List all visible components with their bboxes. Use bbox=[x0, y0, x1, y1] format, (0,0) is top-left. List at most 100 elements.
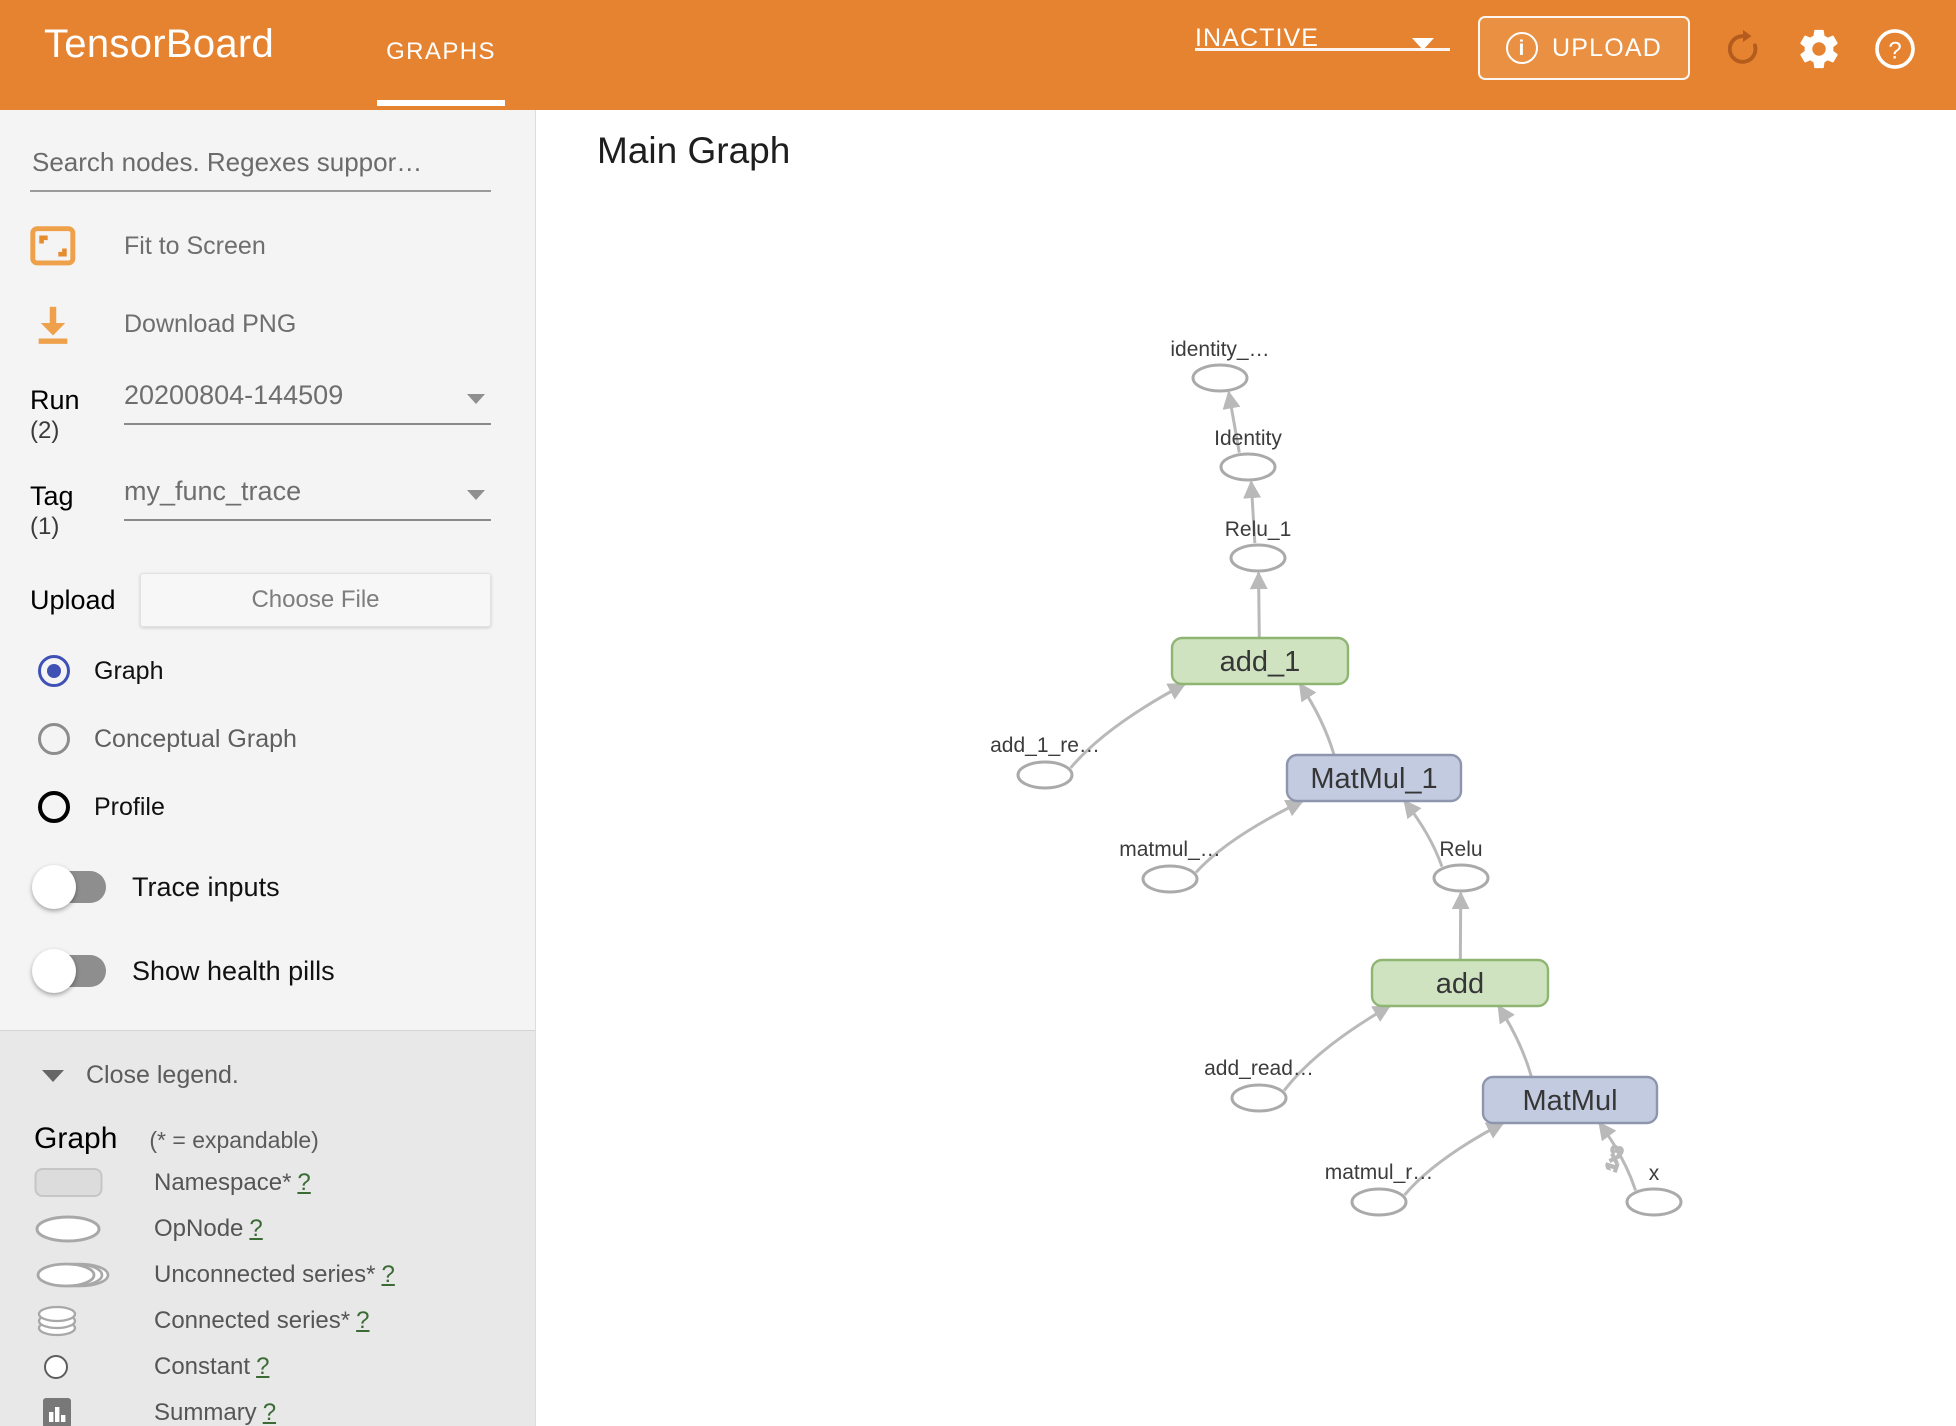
legend-item-constant-label: Constant? bbox=[154, 1353, 269, 1381]
legend-label-text: Constant bbox=[154, 1353, 251, 1380]
graph-edge bbox=[1282, 1004, 1392, 1092]
fit-to-screen-icon bbox=[30, 226, 82, 266]
legend-title-row: Graph (* = expandable) bbox=[34, 1122, 535, 1156]
sidebar-controls: Fit to Screen Download PNG Run (2) 20200… bbox=[0, 146, 535, 1081]
namespace-swatch-icon bbox=[34, 1166, 124, 1200]
graph-node-matmul_read_1[interactable]: matmul_… bbox=[1119, 838, 1221, 894]
tag-label-text: Tag bbox=[30, 480, 74, 511]
graph-node-Relu_1[interactable]: Relu_1 bbox=[1225, 518, 1292, 573]
node-shape bbox=[1141, 864, 1199, 894]
tab-graphs-label: GRAPHS bbox=[386, 38, 496, 65]
search-input[interactable] bbox=[30, 146, 491, 192]
radio-profile[interactable]: Profile bbox=[38, 783, 535, 831]
graph-edge bbox=[1249, 571, 1268, 639]
legend-label-text: Summary bbox=[154, 1399, 257, 1426]
legend-item-opnode: OpNode? bbox=[34, 1210, 535, 1248]
legend-item-summary: Summary? bbox=[34, 1394, 535, 1426]
edge-label: 1×3 bbox=[1603, 1144, 1627, 1173]
node-label: matmul_r… bbox=[1325, 1161, 1434, 1184]
help-link[interactable]: ? bbox=[256, 1353, 270, 1380]
legend-item-connected-series-label: Connected series*? bbox=[154, 1307, 369, 1335]
help-link[interactable]: ? bbox=[356, 1307, 370, 1334]
node-shape bbox=[1219, 452, 1277, 482]
graph-edge bbox=[1403, 799, 1444, 868]
graph-node-matmul_read[interactable]: matmul_r… bbox=[1325, 1161, 1434, 1217]
radio-profile-indicator bbox=[38, 791, 70, 824]
toggle-show-health-pills[interactable]: Show health pills bbox=[32, 943, 535, 999]
tab-graphs[interactable]: GRAPHS bbox=[364, 30, 518, 106]
node-shape bbox=[1230, 1083, 1288, 1113]
unconnected-series-swatch-icon bbox=[34, 1258, 124, 1292]
info-circle-icon: i bbox=[1505, 32, 1538, 64]
node-label: MatMul_1 bbox=[1310, 763, 1437, 795]
upload-button[interactable]: i UPLOAD bbox=[1477, 16, 1690, 80]
graph-edge bbox=[1497, 1004, 1533, 1078]
help-link[interactable]: ? bbox=[249, 1215, 263, 1242]
help-link[interactable]: ? bbox=[381, 1261, 395, 1288]
help-link[interactable]: ? bbox=[262, 1399, 277, 1426]
toggle-trace-inputs-switch bbox=[32, 865, 106, 910]
graph-node-add_1[interactable]: add_1 bbox=[1170, 636, 1350, 686]
node-shape bbox=[1432, 863, 1490, 893]
chevron-down-icon bbox=[467, 489, 485, 500]
node-label: identity_… bbox=[1170, 338, 1269, 361]
radio-graph[interactable]: Graph bbox=[38, 647, 535, 695]
refresh-icon[interactable] bbox=[1712, 18, 1774, 80]
node-label: add_1 bbox=[1220, 646, 1301, 678]
page-title: Main Graph bbox=[597, 130, 791, 171]
close-legend-button[interactable]: Close legend. bbox=[42, 1061, 535, 1090]
radio-conceptual-graph-indicator bbox=[38, 723, 70, 756]
toggle-show-health-pills-label: Show health pills bbox=[132, 955, 335, 986]
graph-edge bbox=[1598, 1121, 1637, 1191]
node-label: matmul_… bbox=[1119, 838, 1221, 861]
download-png-button[interactable]: Download PNG bbox=[30, 300, 535, 348]
run-select[interactable]: 20200804-144509 bbox=[124, 374, 491, 425]
graph-edge bbox=[1069, 682, 1187, 769]
chevron-down-icon bbox=[42, 1069, 64, 1082]
graph-node-Identity[interactable]: Identity bbox=[1214, 427, 1282, 482]
node-shape bbox=[1016, 760, 1074, 790]
radio-graph-indicator bbox=[38, 655, 70, 688]
legend-note: (* = expandable) bbox=[149, 1127, 319, 1153]
toggle-show-health-pills-switch bbox=[32, 949, 106, 994]
node-label: Identity bbox=[1214, 427, 1282, 450]
graph-node-Relu[interactable]: Relu bbox=[1432, 838, 1490, 893]
help-link[interactable]: ? bbox=[297, 1169, 311, 1196]
radio-conceptual-graph[interactable]: Conceptual Graph bbox=[38, 715, 535, 763]
radio-conceptual-graph-label: Conceptual Graph bbox=[94, 724, 297, 753]
run-count: (2) bbox=[30, 417, 60, 445]
node-shape bbox=[1191, 363, 1249, 393]
toggle-trace-inputs[interactable]: Trace inputs bbox=[32, 859, 535, 915]
gear-icon[interactable] bbox=[1788, 18, 1850, 80]
node-shape bbox=[1350, 1187, 1408, 1217]
legend-panel: Close legend. Graph (* = expandable) Nam… bbox=[0, 1031, 535, 1426]
run-state-dropdown[interactable]: INACTIVE bbox=[1194, 10, 1450, 53]
choose-file-button[interactable]: Choose File bbox=[140, 573, 491, 628]
graph-node-x[interactable]: x bbox=[1625, 1162, 1683, 1217]
node-label: x bbox=[1649, 1162, 1660, 1185]
legend-title: Graph bbox=[34, 1122, 118, 1155]
tag-selector-row: Tag (1) my_func_trace bbox=[30, 470, 491, 539]
graph-node-MatMul[interactable]: MatMul bbox=[1481, 1075, 1659, 1125]
legend-item-namespace-label: Namespace*? bbox=[154, 1169, 311, 1197]
legend-item-unconnected-series-label: Unconnected series*? bbox=[154, 1261, 395, 1289]
graph-node-identity_1[interactable]: identity_… bbox=[1170, 338, 1270, 393]
legend-item-unconnected-series: Unconnected series*? bbox=[34, 1256, 535, 1294]
run-label-text: Run bbox=[30, 385, 80, 415]
graph-node-add_read[interactable]: add_read… bbox=[1204, 1057, 1314, 1113]
search-field-wrapper bbox=[30, 146, 491, 192]
help-circle-icon[interactable]: ? bbox=[1864, 18, 1926, 80]
graph-node-add[interactable]: add bbox=[1370, 958, 1550, 1008]
graph-node-add_1_read[interactable]: add_1_re… bbox=[990, 734, 1100, 790]
sidebar: Fit to Screen Download PNG Run (2) 20200… bbox=[0, 110, 536, 1426]
fit-to-screen-button[interactable]: Fit to Screen bbox=[30, 222, 535, 270]
tag-select[interactable]: my_func_trace bbox=[124, 470, 491, 521]
run-select-value: 20200804-144509 bbox=[124, 380, 344, 410]
close-legend-label: Close legend. bbox=[86, 1061, 239, 1089]
graph-node-MatMul_1[interactable]: MatMul_1 bbox=[1285, 753, 1463, 803]
node-shape bbox=[1370, 958, 1550, 1008]
download-png-label: Download PNG bbox=[124, 309, 297, 338]
download-icon bbox=[30, 303, 82, 345]
